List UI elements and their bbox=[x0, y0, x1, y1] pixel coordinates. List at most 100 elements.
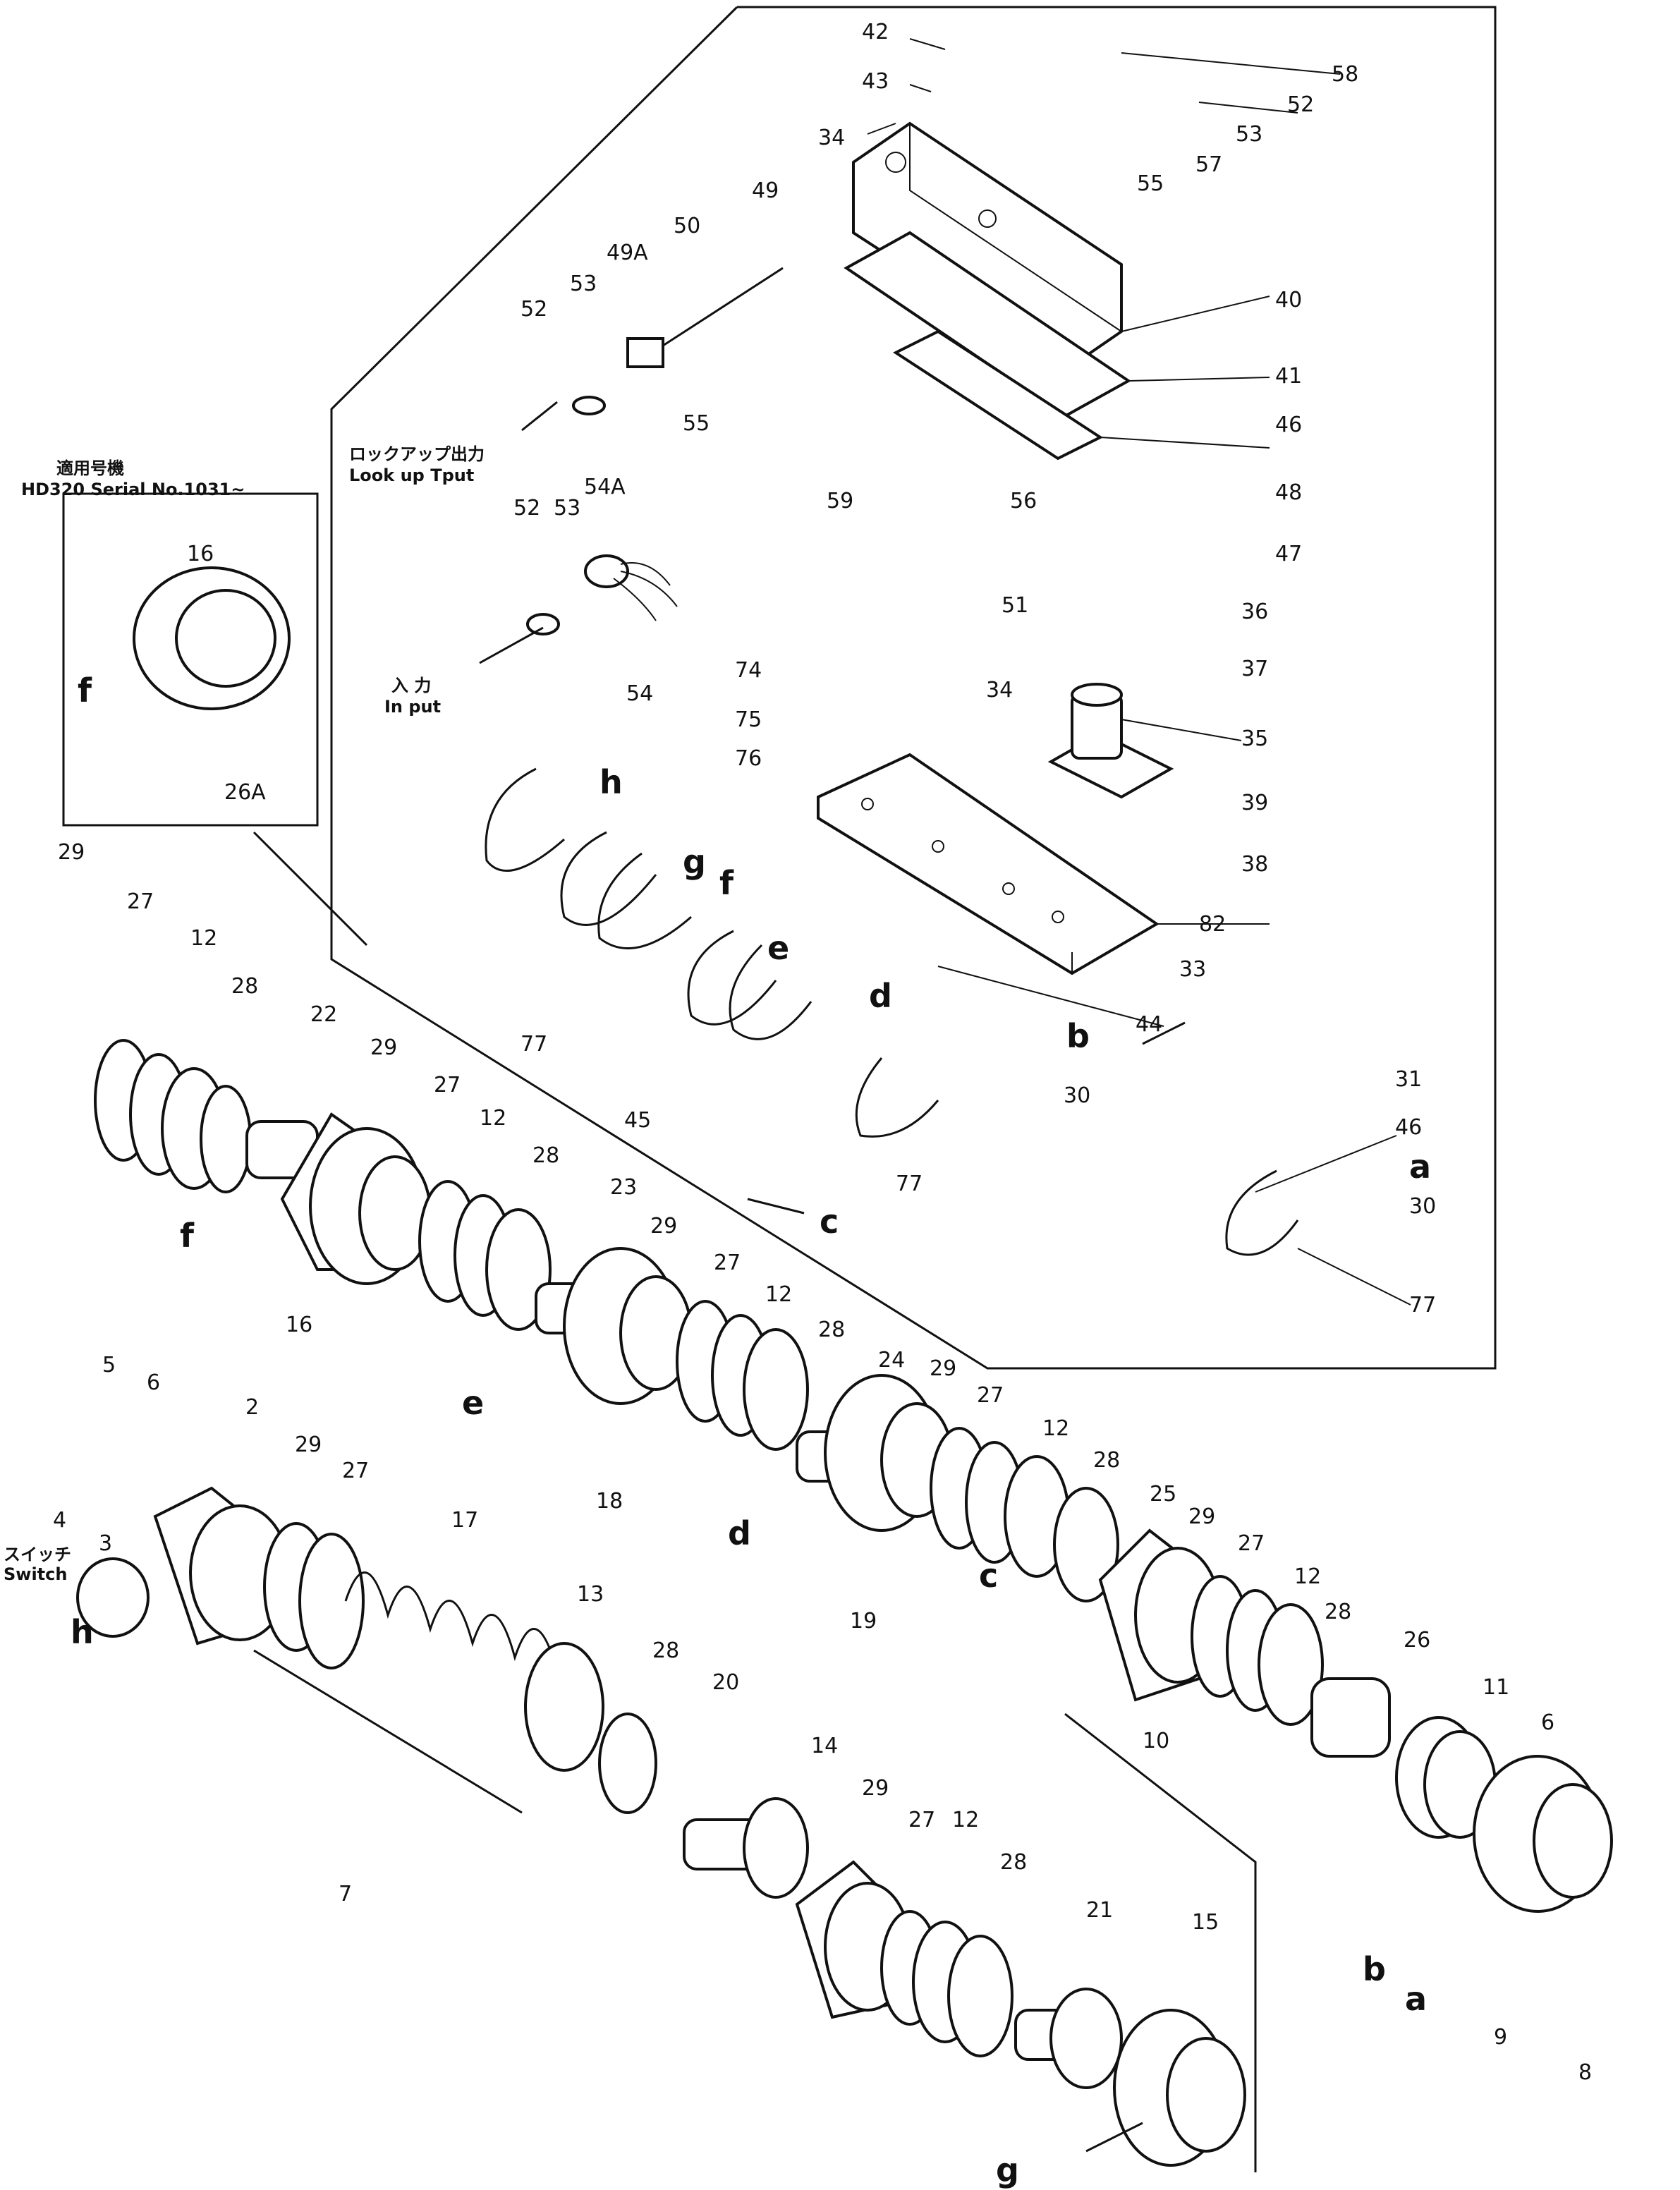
callout-74: 74 bbox=[735, 658, 762, 683]
callout-14: 14 bbox=[811, 1734, 838, 1758]
callout-43: 43 bbox=[862, 69, 889, 94]
letter-e-mid: e bbox=[462, 1384, 484, 1422]
letter-c-top: c bbox=[820, 1203, 839, 1241]
flow-arrows bbox=[252, 401, 1186, 2153]
part-callouts: 42 43 34 58 52 53 57 55 49 50 49A 52 53 … bbox=[53, 20, 1592, 2085]
callout-55: 55 bbox=[1137, 171, 1164, 196]
callout-8: 9 bbox=[1494, 2025, 1507, 2050]
solenoid-35 bbox=[1047, 683, 1174, 799]
callout-27c: 27 bbox=[714, 1251, 741, 1275]
callout-3: 4 bbox=[53, 1508, 66, 1533]
callout-76: 76 bbox=[735, 746, 762, 771]
letter-a-low: a bbox=[1405, 1980, 1427, 2018]
callout-49a: 49A bbox=[607, 241, 648, 265]
upper-assembly-frame bbox=[330, 6, 1497, 1370]
connector-49a bbox=[572, 267, 784, 415]
callout-21: 21 bbox=[1086, 1898, 1113, 1923]
valve-block bbox=[844, 121, 1131, 461]
callout-29a: 29 bbox=[58, 840, 85, 865]
callout-53: 53 bbox=[1236, 122, 1262, 147]
callout-27f: 27 bbox=[342, 1459, 369, 1483]
tube-assemblies bbox=[485, 767, 1299, 1256]
callout-22: 22 bbox=[310, 1002, 337, 1027]
callout-77a: 77 bbox=[1409, 1293, 1436, 1318]
callout-53b: 53 bbox=[570, 272, 597, 296]
callout-52c: 52 bbox=[513, 496, 540, 521]
callout-29f: 29 bbox=[295, 1432, 322, 1457]
callout-12a: 12 bbox=[190, 926, 217, 951]
callout-12e: 12 bbox=[1294, 1564, 1321, 1589]
port-letters: h g f e d b c a f f e d c h b a g bbox=[71, 671, 1431, 2189]
callout-31: 31 bbox=[1395, 1067, 1422, 1092]
callout-56: 56 bbox=[1010, 489, 1037, 513]
callout-17: 18 bbox=[596, 1489, 623, 1514]
switch-jp: スイッチ bbox=[4, 1545, 71, 1564]
callout-10: 17 bbox=[451, 1508, 478, 1533]
callout-5b: 6 bbox=[1541, 1710, 1554, 1735]
callout-47: 47 bbox=[1275, 542, 1302, 566]
callout-1: 2 bbox=[245, 1395, 259, 1420]
callout-44: 44 bbox=[1136, 1012, 1162, 1037]
applicability-title: 適用号機 bbox=[56, 458, 124, 478]
callout-12d: 12 bbox=[1042, 1416, 1069, 1441]
callout-23: 23 bbox=[610, 1175, 637, 1200]
callout-29c: 29 bbox=[650, 1214, 677, 1239]
callout-59: 59 bbox=[827, 489, 853, 513]
callout-12b: 12 bbox=[480, 1106, 506, 1131]
lockup-jp: ロックアップ出力 bbox=[349, 444, 485, 464]
lockup-en: Look up Tput bbox=[349, 466, 474, 485]
callout-48: 48 bbox=[1275, 480, 1302, 505]
callout-27a: 27 bbox=[127, 889, 154, 914]
callout-11: 11 bbox=[1483, 1675, 1509, 1700]
inset-part-16 bbox=[133, 566, 291, 710]
text-annotations: 適用号機 HD320 Serial No.1031~ ロックアップ出力 Look… bbox=[4, 444, 485, 1584]
callout-35: 35 bbox=[1241, 726, 1268, 751]
callout-6: 7 bbox=[339, 1882, 352, 1906]
callout-27e: 27 bbox=[1238, 1531, 1265, 1556]
callout-28e: 28 bbox=[1325, 1600, 1351, 1624]
callout-54: 54 bbox=[626, 681, 653, 706]
callout-15: 15 bbox=[1192, 1910, 1219, 1935]
callout-29e: 29 bbox=[1188, 1504, 1215, 1529]
switch-en: Switch bbox=[4, 1564, 67, 1584]
callout-77c: 77 bbox=[896, 1172, 923, 1196]
callout-57: 57 bbox=[1195, 152, 1222, 177]
callout-29d: 29 bbox=[930, 1356, 956, 1381]
callout-53c: 53 bbox=[554, 496, 580, 521]
callout-58: 58 bbox=[1332, 62, 1358, 87]
manifold-plate bbox=[817, 753, 1159, 975]
callout-51: 51 bbox=[1002, 593, 1028, 618]
spool-assembly-upper bbox=[94, 1039, 1613, 1913]
letter-h-top: h bbox=[599, 763, 623, 801]
callout-16b: 16 bbox=[286, 1313, 312, 1337]
letter-a-top: a bbox=[1409, 1148, 1431, 1186]
callout-40: 40 bbox=[1275, 288, 1302, 312]
callout-12g: 12 bbox=[952, 1808, 979, 1832]
callout-7: 8 bbox=[1578, 2060, 1592, 2085]
letter-b-low: b bbox=[1363, 1950, 1386, 1988]
callout-45: 45 bbox=[624, 1108, 651, 1133]
callout-4: 5 bbox=[102, 1353, 116, 1377]
letter-e-top: e bbox=[767, 929, 789, 967]
callout-41: 41 bbox=[1275, 364, 1302, 389]
callout-2: 3 bbox=[99, 1531, 112, 1556]
callout-28b: 28 bbox=[532, 1143, 559, 1168]
letter-h-low: h bbox=[71, 1613, 94, 1651]
lower-assembly-frame bbox=[1064, 1713, 1257, 2172]
callout-16a: 16 bbox=[187, 542, 214, 566]
callout-12c: 12 bbox=[765, 1282, 792, 1307]
callout-34b: 34 bbox=[986, 678, 1013, 702]
callout-36: 36 bbox=[1241, 600, 1268, 624]
callout-28a: 28 bbox=[231, 974, 258, 999]
callout-46b: 46 bbox=[1395, 1115, 1422, 1140]
callout-77b: 77 bbox=[521, 1032, 547, 1057]
callout-28c: 28 bbox=[818, 1318, 845, 1342]
callout-75: 75 bbox=[735, 707, 762, 732]
callout-42: 42 bbox=[862, 20, 889, 44]
spool-assembly-lower bbox=[76, 1486, 1246, 2167]
letter-g-top: g bbox=[683, 843, 706, 881]
callout-46: 46 bbox=[1275, 413, 1302, 437]
callout-26: 26 bbox=[1404, 1628, 1430, 1653]
inset-box bbox=[62, 492, 319, 827]
callout-34: 34 bbox=[818, 126, 845, 150]
